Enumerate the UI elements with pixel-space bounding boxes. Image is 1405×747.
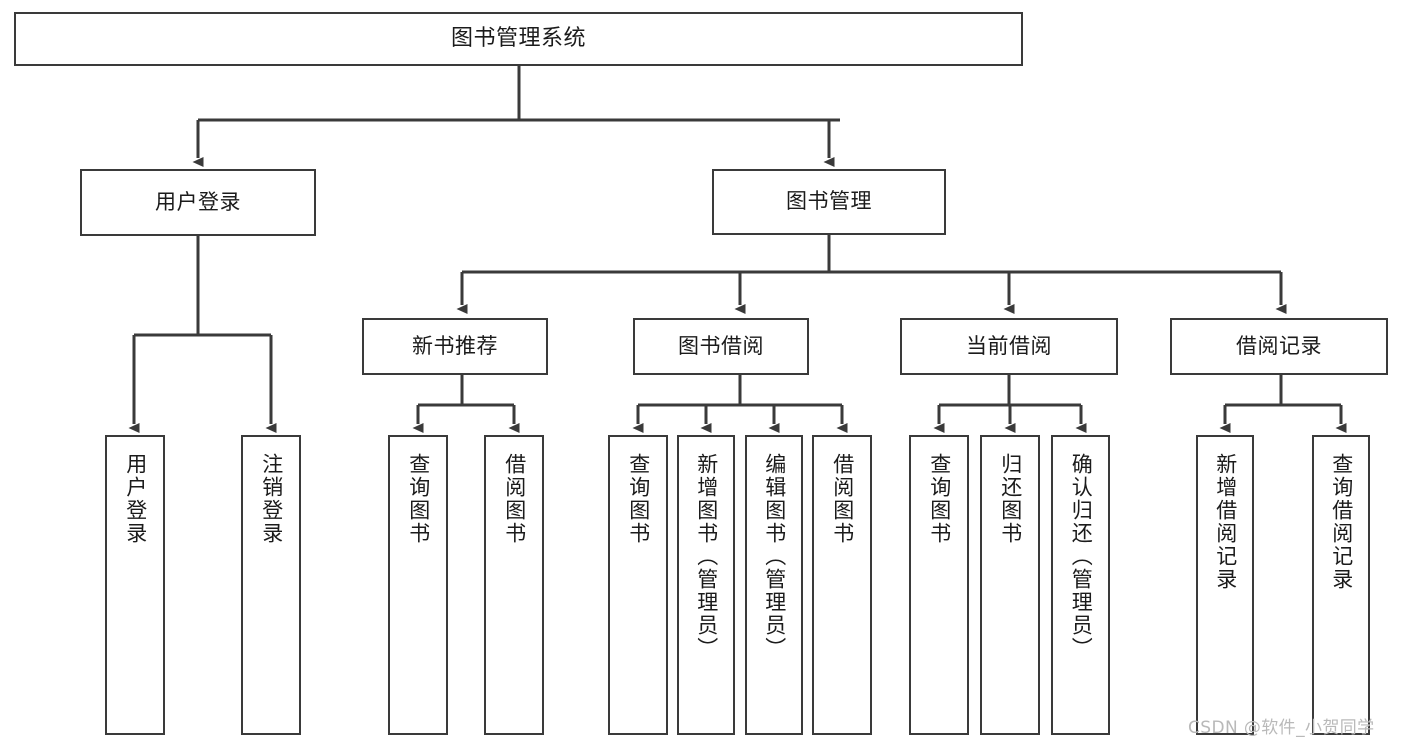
node-book-management-label: 图书管理 — [786, 189, 872, 214]
leaf-user-login-signout-label: 注销登录 — [259, 453, 284, 545]
leaf-borrow-borrow-book-label: 借阅图书 — [830, 453, 855, 545]
leaf-current-query-book-label: 查询图书 — [927, 453, 952, 545]
leaf-borrow-query-book[interactable]: 查询图书 — [608, 435, 668, 735]
node-root-system-label: 图书管理系统 — [450, 25, 586, 51]
leaf-borrow-add-book[interactable]: 新增图书（管理员） — [677, 435, 735, 735]
csdn-watermark: CSDN @软件_小贺同学 — [1188, 718, 1375, 738]
leaf-current-return-book[interactable]: 归还图书 — [980, 435, 1040, 735]
node-book-borrow[interactable]: 图书借阅 — [633, 318, 809, 375]
leaf-borrow-query-book-label: 查询图书 — [626, 453, 651, 545]
leaf-current-confirm-return-label: 确认归还（管理员） — [1069, 453, 1094, 660]
node-borrow-record[interactable]: 借阅记录 — [1170, 318, 1388, 375]
leaf-borrow-add-book-label: 新增图书（管理员） — [694, 453, 719, 660]
leaf-record-add[interactable]: 新增借阅记录 — [1196, 435, 1254, 735]
node-current-borrow[interactable]: 当前借阅 — [900, 318, 1118, 375]
leaf-current-confirm-return[interactable]: 确认归还（管理员） — [1051, 435, 1110, 735]
leaf-new-book-borrow[interactable]: 借阅图书 — [484, 435, 544, 735]
node-new-book-recommend[interactable]: 新书推荐 — [362, 318, 548, 375]
node-borrow-record-label: 借阅记录 — [1236, 333, 1322, 358]
leaf-current-query-book[interactable]: 查询图书 — [909, 435, 969, 735]
node-user-login[interactable]: 用户登录 — [80, 169, 316, 236]
leaf-borrow-edit-book-label: 编辑图书（管理员） — [762, 453, 787, 660]
leaf-borrow-edit-book[interactable]: 编辑图书（管理员） — [745, 435, 803, 735]
leaf-new-book-query[interactable]: 查询图书 — [388, 435, 448, 735]
leaf-borrow-borrow-book[interactable]: 借阅图书 — [812, 435, 872, 735]
node-root-system[interactable]: 图书管理系统 — [14, 12, 1023, 66]
node-new-book-recommend-label: 新书推荐 — [412, 333, 498, 358]
node-book-borrow-label: 图书借阅 — [678, 333, 764, 358]
node-book-management[interactable]: 图书管理 — [712, 169, 946, 235]
leaf-record-query-label: 查询借阅记录 — [1329, 453, 1354, 591]
leaf-new-book-query-label: 查询图书 — [406, 453, 431, 545]
leaf-record-query[interactable]: 查询借阅记录 — [1312, 435, 1370, 735]
leaf-new-book-borrow-label: 借阅图书 — [502, 453, 527, 545]
node-current-borrow-label: 当前借阅 — [966, 333, 1052, 358]
leaf-user-login-signin-label: 用户登录 — [123, 453, 148, 545]
leaf-current-return-book-label: 归还图书 — [998, 453, 1023, 545]
leaf-user-login-signin[interactable]: 用户登录 — [105, 435, 165, 735]
leaf-record-add-label: 新增借阅记录 — [1213, 453, 1238, 591]
node-user-login-label: 用户登录 — [155, 189, 241, 214]
leaf-user-login-signout[interactable]: 注销登录 — [241, 435, 301, 735]
